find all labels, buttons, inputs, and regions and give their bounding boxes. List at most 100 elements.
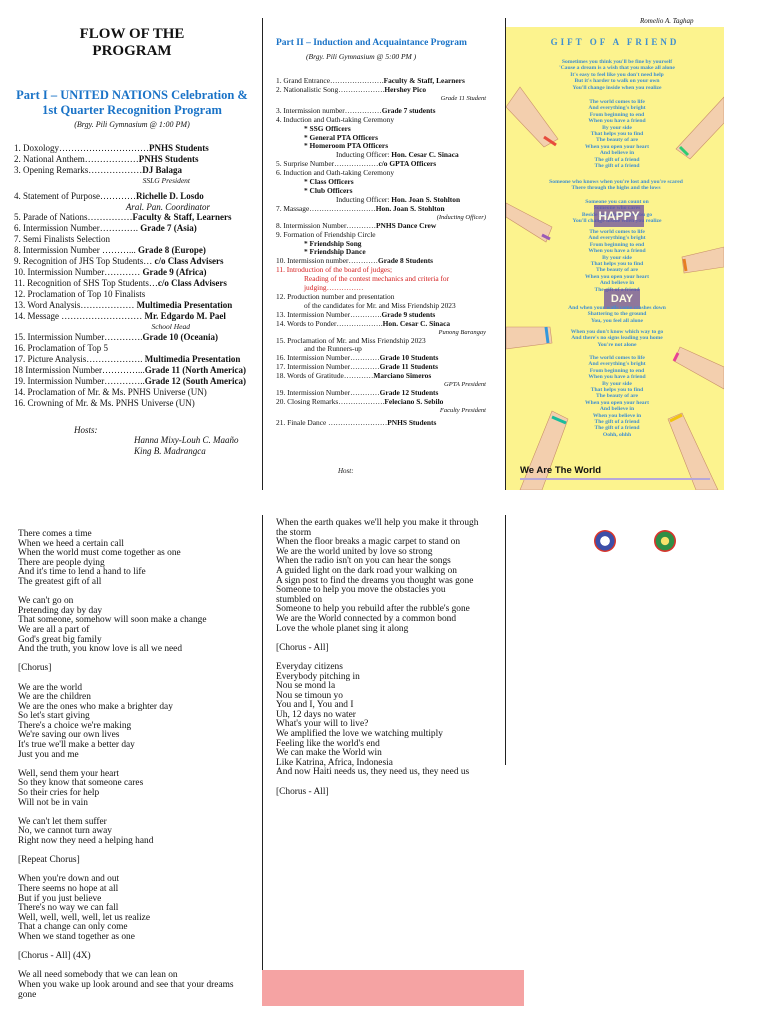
text-line: The beauty of are — [595, 267, 638, 274]
program-role-note: School Head — [151, 322, 190, 331]
text-line: That a change can only come — [18, 922, 128, 933]
text-line: You'll change inside when you realize — [572, 84, 662, 91]
text-line: When the radio isn't on you can hear the… — [276, 556, 451, 567]
text-line: And the truth, you know love is all we n… — [18, 644, 183, 655]
part-one-title-line2: 1st Quarter Recognition Program — [42, 103, 222, 117]
text-line: When you don't know which way to go — [570, 329, 664, 335]
program-item-text: of the candidates for Mr. and Miss Frien… — [304, 300, 456, 310]
text-line: [Repeat Chorus] — [18, 855, 80, 866]
program-item-performer: Hershey Pico — [384, 84, 427, 94]
program-item: * General PTA Officers — [276, 133, 512, 143]
program-item: * Club Officers — [276, 186, 512, 196]
bracelet-shape — [541, 233, 551, 241]
program-item: 17. Picture Analysis………………. Multimedia P… — [14, 354, 250, 365]
spacer — [18, 655, 258, 665]
friendship-poster: GIFT OF A FRIEND Sometimes you think you… — [506, 27, 724, 490]
program-item-text: 3. Intermission number…………… — [276, 105, 382, 115]
text-line: And believe in — [599, 406, 635, 413]
program-role-note: Faculty President — [439, 406, 486, 414]
text-line: Like Katrina, Africa, Indonesia — [276, 757, 393, 768]
program-item-text: * Class Officers — [304, 177, 354, 187]
text-line: And believe in — [599, 150, 635, 157]
bracelet-shape — [678, 145, 690, 157]
text-line: So their cries for help — [18, 788, 100, 799]
text-line: The gift of a friend — [594, 419, 640, 426]
text-line: gone — [18, 989, 37, 1000]
text-line: We are all a part of — [18, 624, 90, 635]
part-two-title: Part II – Induction and Acquaintance Pro… — [276, 38, 467, 48]
bracelet-shape — [551, 415, 567, 425]
panel-divider-2 — [505, 18, 506, 490]
text-line: That helps you to find — [590, 387, 644, 394]
text-line: When we heed a certain call — [18, 538, 124, 549]
panel-divider-4 — [505, 515, 506, 765]
text-line: There's a choice we're making — [18, 720, 132, 731]
program-item: 5. Parade of Nations……………Faculty & Staff… — [14, 212, 250, 223]
program-item-text: 18 Intermission Number…………... — [14, 365, 145, 375]
text-line: The world comes to life — [589, 99, 645, 105]
text-line: The beauty of are — [595, 393, 638, 400]
program-item-performer: Grade 8 Students — [378, 256, 434, 266]
part-one-title: Part I – UNITED NATIONS Celebration & 1s… — [14, 88, 250, 118]
program-item-text: 19. Intermission Number………….. — [14, 376, 145, 386]
program-item: 9. Formation of Friendship Circle — [276, 230, 512, 240]
text-line: It's true we'll make a better day — [18, 740, 135, 751]
text-line: Well, send them your heart — [18, 768, 120, 779]
hosts-label: Hosts: — [74, 425, 98, 435]
program-item-performer: c/o GPTA Officers — [378, 159, 437, 169]
poem-block: Sometimes you think you'll be fine by yo… — [542, 59, 692, 91]
text-line: And it's time to lend a hand to life — [18, 567, 146, 578]
text-line: Someone you can count on — [585, 199, 649, 205]
text-line: Well, well, well, well, let us realize — [18, 912, 151, 923]
poster-caption: We Are The World — [520, 465, 602, 476]
program-item-text: 10. Intermission Number………… — [14, 267, 143, 277]
arm-shape — [519, 410, 569, 490]
text-line: When you open your heart — [585, 399, 649, 406]
program-item: 19. Intermission Number…………Grade 12 Stud… — [276, 388, 512, 398]
program-item-text: 8. Intermission Number ………... — [14, 245, 138, 255]
program-item: and the Runners-up — [276, 345, 512, 354]
text-line: We can't go on — [18, 596, 74, 607]
text-line: When you open your heart — [585, 273, 649, 280]
program-item-performer: Hon. Cesar C. Sinaca — [391, 150, 459, 160]
program-item: 12. Proclamation of Top 10 Finalists — [14, 289, 250, 300]
text-line: [Chorus - All] (4X) — [18, 951, 91, 962]
text-line: God's great big family — [18, 634, 102, 645]
program-item-text: 6. Induction and Oath-taking Ceremony — [276, 168, 395, 178]
bracelet-shape — [682, 258, 688, 272]
program-item: * Homeroom PTA Officers — [276, 141, 512, 151]
text-line: When you wake up look around and see tha… — [18, 979, 234, 990]
program-item-performer: Richelle D. Losdo — [136, 191, 204, 201]
text-line: You, you feel all alone — [590, 317, 644, 324]
text-line: There seems no hope at all — [18, 883, 119, 894]
text-line: We are the World connected by a common b… — [276, 613, 457, 624]
program-item-performer: Grade 7 (Asia) — [140, 223, 197, 233]
text-line: We are the world united by love so stron… — [276, 546, 433, 557]
program-part-two: Part II – Induction and Acquaintance Pro… — [276, 38, 512, 428]
program-item-text: * Friendship Song — [304, 238, 362, 248]
program-item-text: 8. Intermission Number………… — [276, 220, 376, 230]
text-line: 'Cause a dream is a wish that you make a… — [559, 65, 675, 72]
text-line: That helps you to find — [590, 131, 644, 138]
program-item: * Class Officers — [276, 177, 512, 187]
program-item: 17. Intermission Number…………Grade 11 Stud… — [276, 362, 512, 372]
text-line: stumbled on — [276, 594, 323, 605]
text-line: We are the ones who make a brighter day — [18, 701, 173, 712]
text-line: The beauty of are — [595, 137, 638, 144]
text-line: Everybody pitching in — [276, 671, 360, 682]
lyrics-column-right: When the earth quakes we'll help you mak… — [276, 518, 506, 797]
text-line: That someone, somehow will soon make a c… — [18, 615, 207, 626]
text-line: When you're down and out — [18, 874, 120, 885]
program-item-performer: Grade 9 (Africa) — [142, 267, 207, 277]
program-item-performer: Grade 9 students — [381, 309, 436, 319]
program-item-performer: DJ Balaga — [142, 165, 183, 175]
part-one-title-line1: Part I – UNITED NATIONS Celebration & — [16, 88, 248, 102]
program-item-text: 10. Intermission number………… — [276, 256, 379, 266]
program-item-performer: Multimedia Presentation — [144, 354, 241, 364]
program-item: 1. Grand Entrance………………….Faculty & Staff… — [276, 76, 512, 86]
part-two-list: 1. Grand Entrance………………….Faculty & Staff… — [276, 76, 512, 428]
text-line: We're saving our own lives — [18, 730, 120, 741]
